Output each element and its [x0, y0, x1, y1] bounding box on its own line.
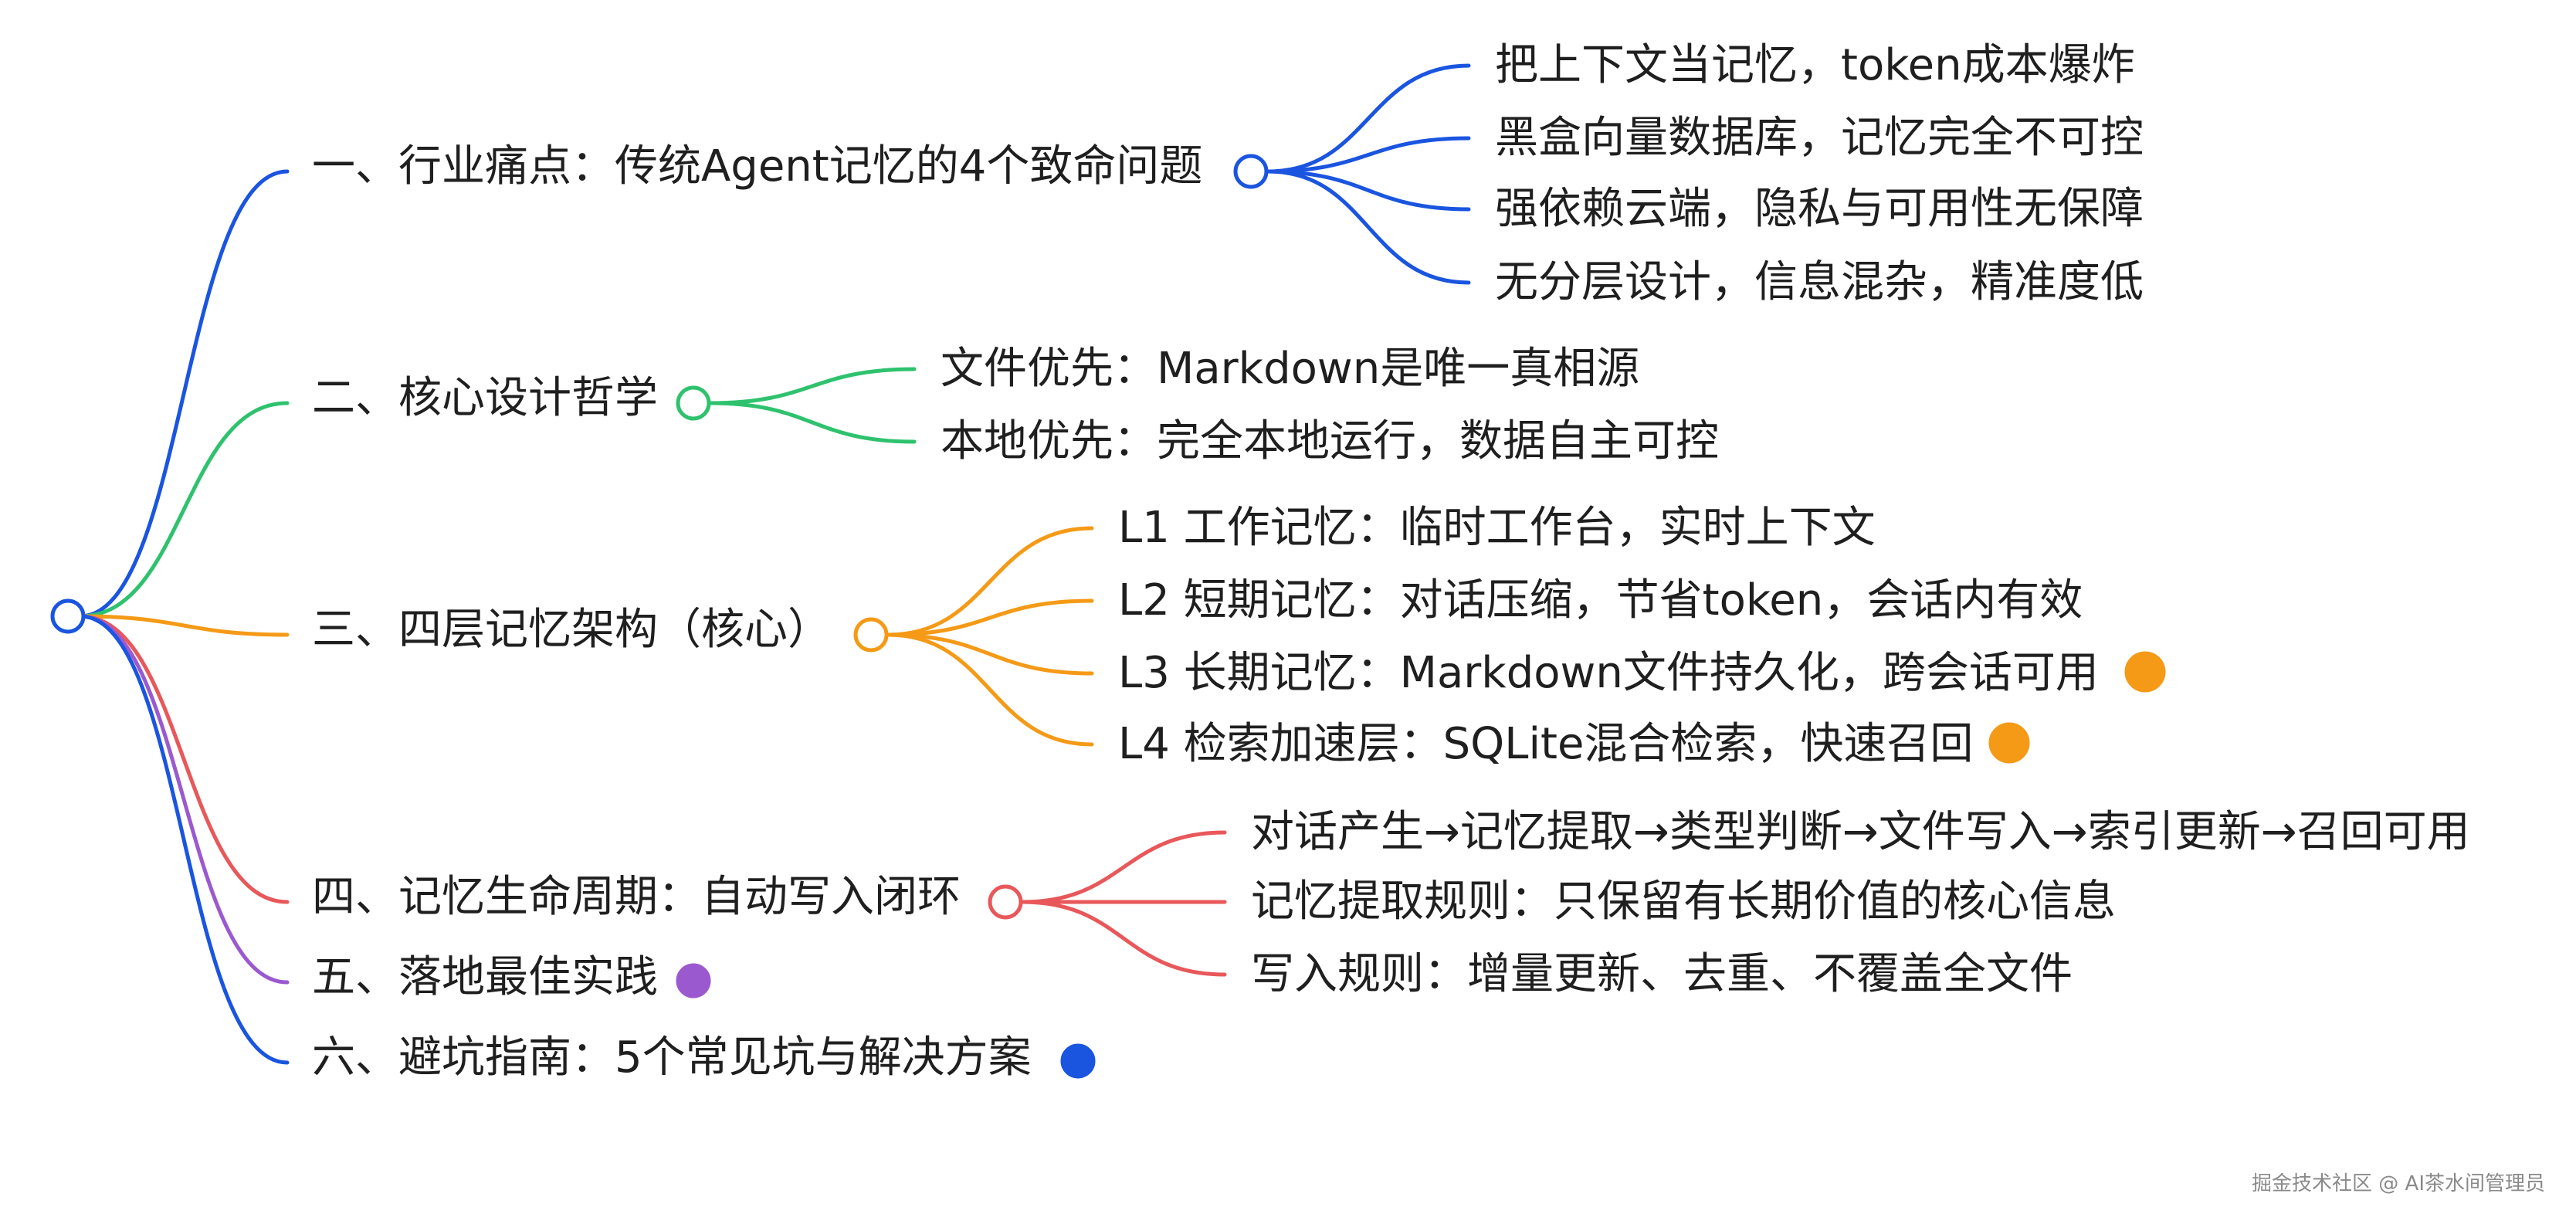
- branch-3-child-2-connector: [886, 598, 1094, 637]
- branch-2-expand-toggle[interactable]: [676, 385, 711, 421]
- branch-2-child-2-label: 本地优先：完全本地运行，数据自主可控: [941, 416, 1719, 466]
- branch-3-child-4-connector: [886, 632, 1094, 747]
- branch-1-child-3-label: 强依赖云端，隐私与可用性无保障: [1495, 184, 2144, 234]
- branch-1-expand-toggle[interactable]: [1233, 154, 1269, 189]
- branch-1-child-2-label: 黑盒向量数据库，记忆完全不可控: [1495, 113, 2144, 163]
- branch-1-child-4-connector: [1266, 169, 1471, 285]
- branch-3-child-3-connector: [886, 632, 1094, 676]
- branch-3-child-3-collapsed-toggle[interactable]: [2124, 651, 2166, 693]
- branch-1-child-2-connector: [1266, 136, 1471, 174]
- branch-2-label: 二、核心设计哲学: [312, 373, 658, 423]
- branch-5-label: 五、落地最佳实践: [312, 952, 658, 1002]
- branch-1-connector: [78, 169, 290, 619]
- branch-3-child-1-connector: [886, 526, 1094, 637]
- branch-3-label: 三、四层记忆架构（核心）: [312, 605, 831, 655]
- branch-3-child-4-label: L4 检索加速层：SQLite混合检索，快速召回: [1118, 719, 1974, 769]
- root-node[interactable]: [50, 598, 86, 634]
- branch-4-child-3-label: 写入规则：增量更新、去重、不覆盖全文件: [1251, 949, 2073, 999]
- branch-3-child-2-label: L2 短期记忆：对话压缩，节省token，会话内有效: [1118, 575, 2083, 626]
- branch-3-child-4-collapsed-toggle[interactable]: [1988, 722, 2030, 764]
- branch-6-label: 六、避坑指南：5个常见坑与解决方案: [312, 1032, 1032, 1083]
- branch-5-connector: [78, 614, 290, 985]
- branch-6-connector: [78, 614, 290, 1065]
- branch-1-child-1-label: 把上下文当记忆，token成本爆炸: [1495, 40, 2135, 90]
- branch-3-expand-toggle[interactable]: [853, 617, 889, 653]
- branch-4-child-1-connector: [1020, 830, 1227, 904]
- branch-3-child-1-label: L1 工作记忆：临时工作台，实时上下文: [1118, 503, 1876, 553]
- branch-5-collapsed-toggle[interactable]: [676, 963, 711, 999]
- branch-4-label: 四、记忆生命周期：自动写入闭环: [312, 872, 961, 922]
- branch-4-child-2-label: 记忆提取规则：只保留有长期价值的核心信息: [1251, 876, 2116, 927]
- branch-1-child-1-connector: [1266, 63, 1471, 174]
- branch-2-connector: [78, 401, 290, 619]
- branch-4-child-1-label: 对话产生→记忆提取→类型判断→文件写入→索引更新→召回可用: [1251, 807, 2470, 857]
- branch-4-child-3-connector: [1020, 900, 1227, 977]
- branch-1-child-3-connector: [1266, 169, 1471, 212]
- branch-6-collapsed-toggle[interactable]: [1060, 1043, 1096, 1079]
- branch-1-label: 一、行业痛点：传统Agent记忆的4个致命问题: [312, 141, 1203, 192]
- branch-4-connector: [78, 614, 290, 904]
- branch-4-expand-toggle[interactable]: [988, 884, 1023, 920]
- branch-1-child-4-label: 无分层设计，信息混杂，精准度低: [1495, 257, 2144, 307]
- branch-2-child-1-label: 文件优先：Markdown是唯一真相源: [941, 344, 1640, 394]
- branch-2-child-1-connector: [708, 367, 917, 405]
- branch-3-connector: [78, 614, 290, 637]
- branch-2-child-2-connector: [708, 401, 917, 444]
- watermark: 掘金技术社区 @ AI茶水间管理员: [2252, 1172, 2545, 1195]
- branch-3-child-3-label: L3 长期记忆：Markdown文件持久化，跨会话可用: [1118, 648, 2099, 698]
